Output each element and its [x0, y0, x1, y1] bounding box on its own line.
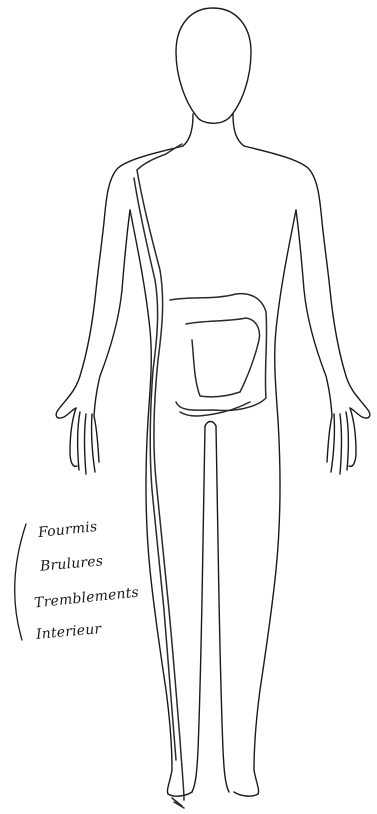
- spine-to-leg-pain-line: [137, 170, 184, 800]
- left-arm-inner: [94, 210, 130, 416]
- foot-pain-mark: [172, 798, 184, 808]
- right-leg-inner: [216, 426, 229, 792]
- right-hand-outline: [327, 408, 356, 474]
- notes-bracket: [15, 524, 26, 640]
- right-arm-outline: [244, 146, 370, 418]
- left-hand-outline: [70, 408, 99, 474]
- crotch-line: [205, 422, 216, 427]
- right-leg-outer: [234, 420, 280, 796]
- head-outline: [176, 8, 251, 123]
- right-arm-inner: [296, 210, 332, 416]
- left-leg-inner: [192, 426, 205, 792]
- lower-back-pain-region-outer: [170, 294, 267, 411]
- lower-back-pain-region-inner: [186, 318, 260, 397]
- torso-right-side: [275, 210, 296, 420]
- neck-outline: [183, 114, 244, 146]
- torso-left-side: [130, 210, 151, 420]
- left-arm-outline: [56, 146, 183, 418]
